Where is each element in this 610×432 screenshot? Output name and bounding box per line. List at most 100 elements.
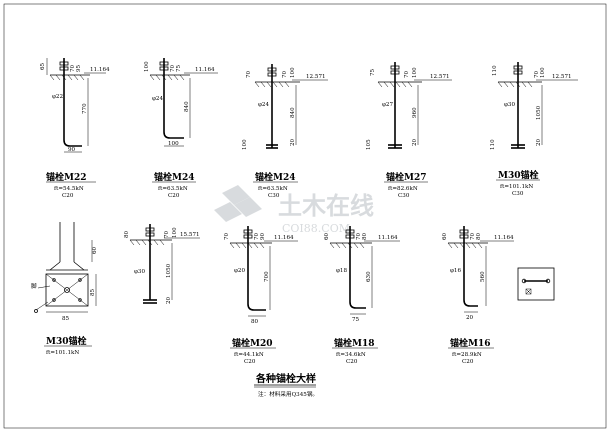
dim-label: 100 [290, 67, 296, 78]
bolt-grade: C20 [346, 359, 358, 365]
elevation-label: 15.571 [180, 232, 200, 238]
diameter-label: φ18 [336, 268, 347, 274]
end-dim: 20 [536, 138, 542, 146]
diameter-label: φ30 [504, 102, 515, 108]
dim-label: 70 [282, 70, 288, 78]
length-label: 1050 [536, 105, 542, 120]
drawing-note: 注：材料采用Q345钢。 [258, 390, 318, 398]
bolt-name: 锚栓M22 [46, 171, 87, 183]
bolt-force: ft=34.6kN [336, 352, 366, 358]
dim-label: 75 [370, 68, 376, 76]
elevation-label: 11.164 [90, 67, 110, 73]
bolt-name: 锚栓M18 [334, 337, 375, 349]
bolt-force: ft=101.1kN [46, 350, 79, 356]
ground-hatch [49, 74, 85, 81]
dim-label: 70 [164, 230, 170, 238]
dim-label: 100 [144, 61, 150, 72]
dim-label: 70 [356, 232, 362, 240]
dim-label: 70 [224, 232, 230, 240]
bolt-name: M30锚栓 [498, 169, 539, 181]
bolt-grade: C30 [512, 191, 524, 197]
dim-label: 100 [412, 67, 418, 78]
hook-dim: 20 [466, 315, 474, 321]
nut [59, 66, 69, 71]
bolt-grade: C30 [398, 193, 410, 199]
dim-label: 85 [90, 288, 96, 296]
dim-label: 70 [534, 70, 540, 78]
base-plate [45, 273, 89, 307]
dim-label: 60 [324, 232, 330, 240]
bolt-m27-detail: 12.571 75 70 100 φ27 960 20 105 锚栓M27 ft… [366, 62, 452, 199]
dim-label: 70 [254, 232, 260, 240]
dim-label: 70 [170, 64, 176, 72]
hook-dim: 90 [68, 147, 76, 153]
nut [59, 61, 69, 66]
dim-label: 70 [470, 232, 476, 240]
drawing-frame [3, 3, 607, 429]
length-label: 700 [264, 271, 270, 282]
bolt-m22-detail: 11.164 65 70 95 φ22 770 90 锚栓M22 ft=54.5… [40, 58, 110, 199]
dim-label: 85 [62, 316, 70, 322]
length-label: 560 [480, 271, 486, 282]
elevation-label: 12.571 [552, 74, 572, 80]
watermark-cn: 土木在线 [278, 191, 374, 220]
bolt-name: 锚栓M16 [450, 337, 491, 349]
plate-dim: 110 [490, 139, 496, 150]
bolt-force: ft=28.9kN [452, 352, 482, 358]
dim-label: 60 [442, 232, 448, 240]
bolt-grade: C20 [62, 193, 74, 199]
length-label: 960 [412, 107, 418, 118]
bolt-name: 锚栓M27 [386, 171, 427, 183]
watermark-logo-icon [214, 185, 262, 222]
elevation-label: 11.164 [378, 235, 398, 241]
anchor-plate-plan [517, 267, 555, 301]
length-label: 630 [366, 271, 372, 282]
bolt-force: ft=54.5kN [54, 186, 84, 192]
dim-label: 100 [540, 67, 546, 78]
elevation-label: 11.164 [274, 235, 294, 241]
dim-label: 100 [172, 227, 178, 238]
end-dim: 20 [290, 138, 296, 146]
plate-dim: 100 [242, 139, 248, 150]
dim-label: 70 [246, 70, 252, 78]
bolt-force: ft=101.1kN [500, 184, 533, 190]
dim-label: 110 [492, 65, 498, 76]
elevation-label: 12.571 [306, 74, 326, 80]
elevation-label: 12.571 [430, 74, 450, 80]
elevation-label: 11.164 [494, 235, 514, 241]
bolt-force: ft=63.5kN [258, 186, 288, 192]
dim-label: 90 [260, 232, 266, 240]
bolt-m24-hook-detail: 11.164 100 70 75 φ24 840 100 锚栓M24 ft=63… [144, 58, 218, 199]
dim-label: 80 [124, 230, 130, 238]
diameter-label: φ16 [450, 268, 461, 274]
bolt-force: ft=82.6kN [388, 186, 418, 192]
length-label: 840 [290, 107, 296, 118]
diameter-label: φ24 [152, 96, 163, 102]
bolt-force: ft=63.5kN [158, 186, 188, 192]
diameter-label: φ27 [382, 102, 393, 108]
bolt-name: 锚栓M20 [232, 337, 273, 349]
diameter-label: φ24 [258, 102, 269, 108]
bolt-m16-detail: 11.164 60 70 80 φ16 560 20 锚栓M16 ft=28.9… [442, 226, 514, 365]
plate-dim: 105 [366, 139, 372, 150]
dim-label: 80 [362, 232, 368, 240]
bolt-m18-detail: 11.164 60 70 80 φ18 630 75 锚栓M18 ft=34.6… [324, 226, 400, 365]
hook-dim: 100 [168, 141, 179, 147]
dim-label: 70 [70, 64, 76, 72]
drawing-title: 各种锚栓大样 [255, 372, 316, 385]
end-dim: 20 [412, 138, 418, 146]
bolt-grade: C30 [268, 193, 280, 199]
bolt-name: 锚栓M24 [154, 171, 195, 183]
bolt-m30-baseplate-detail: 60 85 85 脚 M30锚栓 ft=101.1kN [31, 222, 98, 356]
bolt-grade: C20 [462, 359, 474, 365]
bolt-hook [63, 139, 82, 147]
dim-label: 80 [476, 232, 482, 240]
bolt-phi30-straight-detail: 15.571 80 70 100 φ30 1050 20 [124, 224, 200, 304]
elevation-label: 11.164 [195, 67, 215, 73]
end-dim: 20 [166, 296, 172, 304]
bolt-grade: C20 [168, 193, 180, 199]
diameter-label: φ22 [52, 94, 63, 100]
hook-dim: 75 [352, 317, 360, 323]
watermark-en: COI88.COM [282, 222, 350, 235]
